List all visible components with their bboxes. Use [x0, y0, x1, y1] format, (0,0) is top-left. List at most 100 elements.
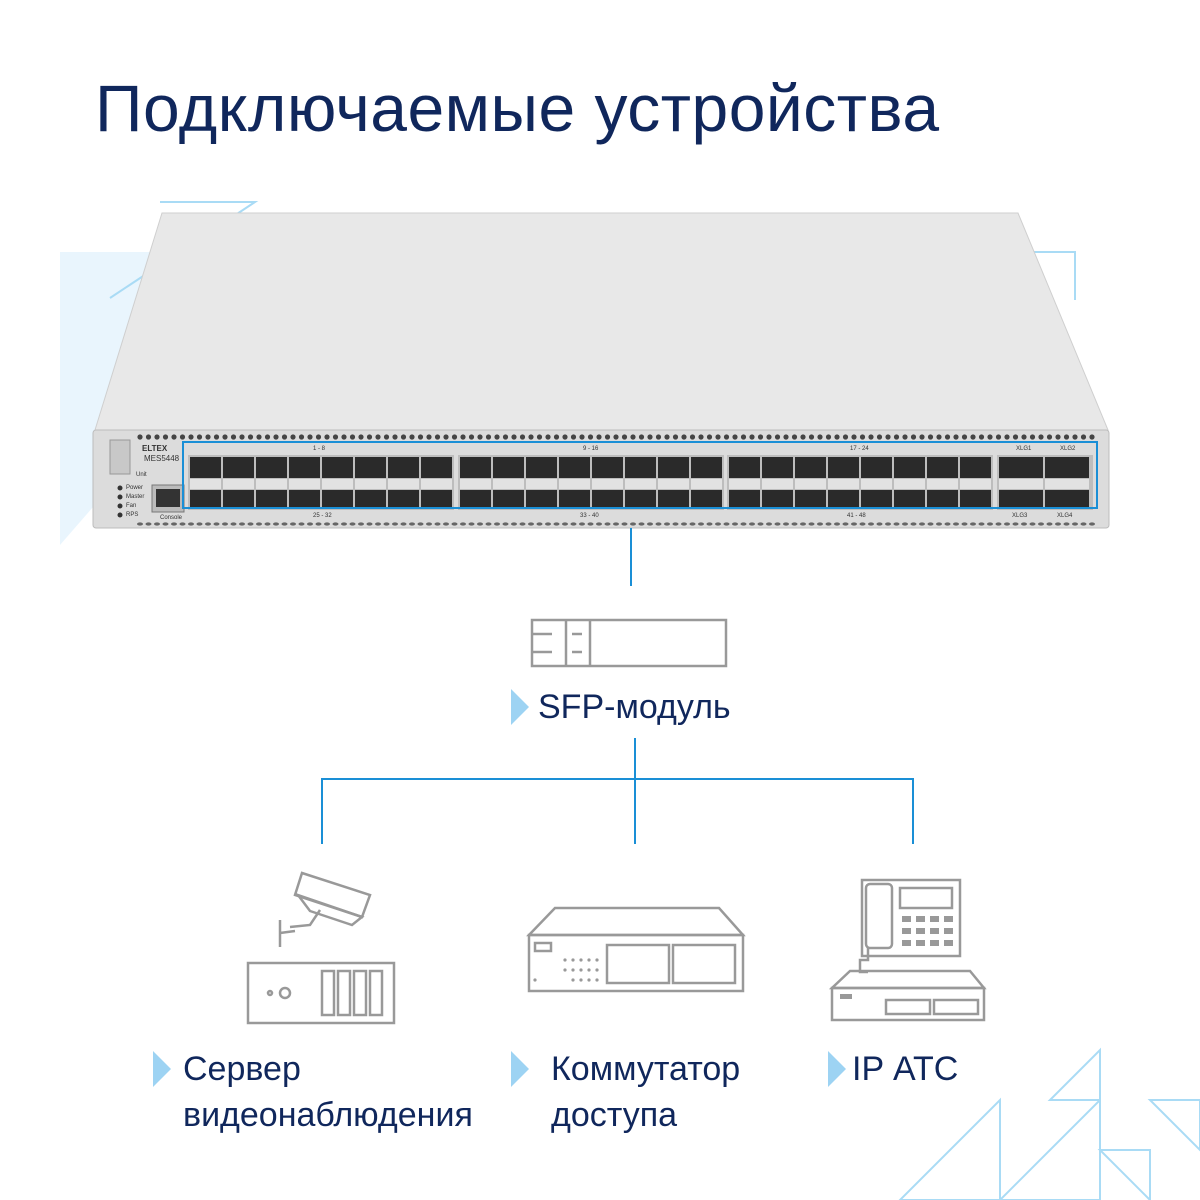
- vent-hole: [264, 434, 271, 440]
- device-label-access-switch: Коммутатор доступа: [551, 1046, 740, 1138]
- sfp-port: [658, 490, 689, 509]
- vent-hole: [1004, 522, 1010, 526]
- connector-sfp-trunk: [634, 738, 636, 844]
- vent-hole: [638, 522, 645, 526]
- sfp-port: [729, 457, 760, 478]
- vent-hole: [426, 434, 432, 440]
- vent-hole: [281, 434, 288, 440]
- vent-hole: [893, 434, 900, 440]
- vent-hole: [451, 434, 458, 440]
- port-indicator-strip: [559, 479, 590, 489]
- vent-hole: [723, 522, 730, 526]
- sfp-port: [460, 490, 491, 509]
- port-indicator-strip: [828, 479, 859, 489]
- sfp-port: [526, 490, 557, 509]
- vent-hole: [944, 434, 951, 440]
- vent-hole: [834, 522, 840, 526]
- port-indicator-strip: [460, 479, 491, 489]
- vent-hole: [264, 522, 271, 526]
- vent-hole: [298, 522, 305, 526]
- vent-hole: [468, 434, 475, 440]
- vent-hole: [1046, 522, 1053, 526]
- qsfp-port: [1045, 457, 1089, 478]
- vent-hole: [910, 522, 917, 526]
- vent-hole: [630, 434, 636, 440]
- vent-hole: [341, 522, 347, 526]
- sfp-port: [256, 457, 287, 478]
- ports-25-32-label: 25 - 32: [313, 513, 332, 519]
- vent-hole: [154, 522, 160, 526]
- vent-hole: [570, 434, 577, 440]
- vent-hole: [800, 434, 806, 440]
- vent-hole: [732, 434, 738, 440]
- server-arrow-icon: [153, 1051, 171, 1087]
- vent-hole: [927, 434, 934, 440]
- vent-hole: [970, 522, 976, 526]
- vent-hole: [375, 522, 381, 526]
- vent-hole: [681, 434, 687, 440]
- sfp-port: [861, 457, 892, 478]
- vent-hole: [885, 522, 891, 526]
- vent-hole: [307, 522, 313, 526]
- vent-hole: [1063, 434, 1070, 440]
- vent-hole: [1055, 434, 1061, 440]
- vent-hole: [188, 522, 194, 526]
- vent-hole: [290, 522, 296, 526]
- model-label: MES5448: [144, 454, 180, 463]
- sfp-port: [625, 457, 656, 478]
- vent-hole: [638, 434, 645, 440]
- qsfp-port: [1045, 490, 1089, 509]
- vent-hole: [978, 434, 985, 440]
- device-label-line2: видеонаблюдения: [183, 1096, 473, 1134]
- vent-hole: [800, 522, 806, 526]
- vent-hole: [553, 434, 560, 440]
- vent-hole: [298, 434, 305, 440]
- vent-hole: [1029, 434, 1036, 440]
- port-indicator-strip: [729, 479, 760, 489]
- vent-hole: [349, 434, 356, 440]
- vent-hole: [893, 522, 900, 526]
- vent-hole: [179, 522, 186, 526]
- vent-hole: [188, 434, 194, 440]
- vent-hole: [400, 522, 407, 526]
- qsfp-port: [999, 490, 1043, 509]
- vent-hole: [485, 434, 492, 440]
- vent-hole: [791, 434, 798, 440]
- sfp-port: [795, 457, 826, 478]
- vent-hole: [230, 434, 237, 440]
- vent-hole: [553, 522, 560, 526]
- ports-41-48-label: 41 - 48: [847, 513, 866, 519]
- vent-hole: [494, 434, 500, 440]
- vent-hole: [834, 434, 840, 440]
- vent-hole: [392, 522, 398, 526]
- vent-hole: [137, 434, 143, 440]
- vent-hole: [791, 522, 798, 526]
- vent-hole: [256, 522, 262, 526]
- vent-hole: [876, 434, 883, 440]
- port-indicator-strip: [999, 479, 1043, 489]
- vent-hole: [970, 434, 976, 440]
- vent-hole: [366, 434, 373, 440]
- vent-hole: [477, 434, 483, 440]
- vent-hole: [273, 434, 279, 440]
- sfp-port: [762, 490, 793, 509]
- pbx-arrow-icon: [828, 1051, 846, 1087]
- vent-hole: [587, 434, 594, 440]
- vent-hole: [664, 522, 670, 526]
- connector-server: [321, 778, 323, 844]
- sfp-port: [960, 457, 991, 478]
- vent-hole: [706, 522, 713, 526]
- vent-hole: [987, 522, 993, 526]
- vent-hole: [596, 434, 602, 440]
- qsfp-port: [999, 457, 1043, 478]
- sfp-port: [289, 457, 320, 478]
- status-led: [117, 503, 123, 509]
- port-indicator-strip: [322, 479, 353, 489]
- cctv-server-icon: [246, 871, 396, 1025]
- sfp-port: [388, 457, 419, 478]
- vent-hole: [757, 522, 764, 526]
- vent-hole: [494, 522, 500, 526]
- sfp-port: [493, 457, 524, 478]
- vent-hole: [749, 434, 755, 440]
- vent-hole: [740, 522, 747, 526]
